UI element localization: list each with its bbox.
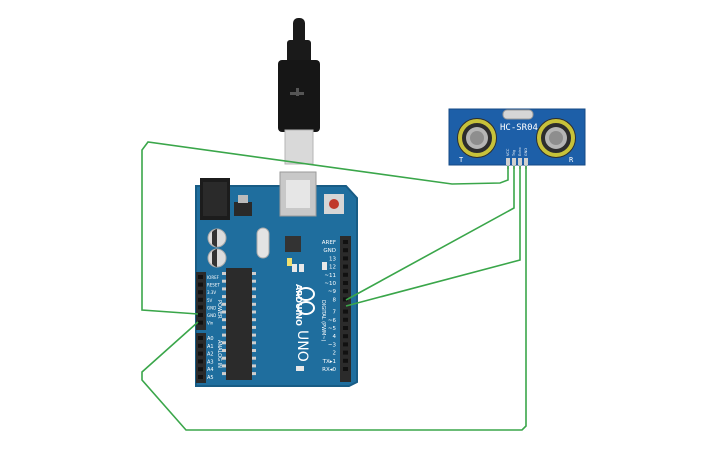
sensor-pin-label: Trig <box>512 150 516 157</box>
analog-pin-hole[interactable] <box>198 343 203 348</box>
digital-pin-hole[interactable] <box>343 350 348 355</box>
digital-pin-label: 8 <box>333 297 337 303</box>
usb-cable[interactable] <box>278 18 320 165</box>
digital-pin-label: GND <box>323 248 336 254</box>
uno-label: UNO <box>294 330 310 362</box>
power-pin-hole[interactable] <box>198 313 203 317</box>
analog-pin-hole[interactable] <box>198 375 203 379</box>
digital-pin-hole[interactable] <box>343 240 348 244</box>
wire-echo-to-pin8[interactable] <box>345 166 521 307</box>
digital-pin-hole[interactable] <box>343 309 348 314</box>
digital-pin-label: ~3 <box>328 342 337 348</box>
analog-pin-label: A5 <box>207 375 214 381</box>
sensor-corner-right: R <box>569 156 574 164</box>
digital-pin-label: AREF <box>322 240 336 246</box>
sensor-pin-label: GND <box>524 148 528 156</box>
analog-pin-hole[interactable] <box>198 351 203 356</box>
wires <box>141 141 527 431</box>
analog-pin-label: A0 <box>207 336 214 342</box>
digital-pin-hole[interactable] <box>343 256 348 261</box>
analog-header <box>196 333 206 383</box>
power-pin-hole[interactable] <box>198 305 203 310</box>
analog-pin-hole[interactable] <box>198 359 203 364</box>
analog-title: ANALOG IN <box>216 340 222 368</box>
sensor-pin[interactable] <box>518 158 522 165</box>
power-pin-label: GND <box>207 313 216 318</box>
power-title: POWER <box>216 300 222 319</box>
receiver-transducer <box>536 118 576 158</box>
digital-pin-hole[interactable] <box>343 342 348 347</box>
digital-pin-hole[interactable] <box>343 358 348 363</box>
arduino-uno-board[interactable]: AREF GND 13 12 ~11 ~10 ~9 8 7 ~6 ~5 4 ~3 2TX▸1RX◂0 IO… <box>195 171 358 387</box>
digital-pin-label: 7 <box>333 310 337 316</box>
wire-gnd-to-gnd[interactable] <box>141 166 527 431</box>
sensor-name: HC-SR04 <box>500 123 538 133</box>
analog-pin-label: A3 <box>207 359 214 365</box>
power-pin-label: GND <box>207 305 216 310</box>
sensor-crystal <box>502 109 534 120</box>
digital-pin-hole[interactable] <box>343 289 348 294</box>
power-pin-label: Vin <box>207 321 214 326</box>
digital-pin-hole[interactable] <box>343 248 348 253</box>
power-pin-hole[interactable] <box>198 320 203 325</box>
sensor-pin[interactable] <box>506 158 510 165</box>
digital-pin-label: ~5 <box>328 326 337 332</box>
digital-pin-hole[interactable] <box>343 264 348 269</box>
digital-pin-hole[interactable] <box>343 326 348 330</box>
power-pin-label: 3.3V <box>207 290 216 295</box>
digital-pin-label: ~9 <box>328 289 337 295</box>
digital-pin-label: 13 <box>329 256 336 262</box>
transmitter-transducer <box>457 118 497 158</box>
digital-pin-label: 12 <box>329 265 336 271</box>
analog-pin-label: A2 <box>207 352 214 358</box>
digital-pin-hole[interactable] <box>343 297 348 302</box>
wire-trig-to-pin9[interactable] <box>345 166 515 301</box>
digital-pin-label: TX▸1 <box>322 359 336 365</box>
digital-pin-label: RX◂0 <box>322 367 336 373</box>
sensor-pin-label: Echo <box>518 148 522 157</box>
sensor-corner-left: T <box>459 156 464 164</box>
digital-pin-label: ~10 <box>324 281 336 287</box>
wire-vcc-to-5v[interactable] <box>141 141 509 315</box>
atmega-chip <box>226 268 252 380</box>
digital-pin-hole[interactable] <box>343 281 348 285</box>
analog-pin-label: A1 <box>207 344 214 350</box>
sensor-pin-label: VCC <box>506 148 510 156</box>
sensor-pin[interactable] <box>512 158 516 165</box>
power-pin-hole[interactable] <box>198 297 203 302</box>
digital-pin-label: 2 <box>333 351 337 357</box>
digital-pin-label: ~6 <box>328 318 337 324</box>
sensor-pin[interactable] <box>524 158 528 165</box>
power-pin-hole[interactable] <box>198 275 203 279</box>
digital-pin-hole[interactable] <box>343 317 348 322</box>
power-pin-label: IOREF <box>207 275 220 280</box>
analog-pin-label: A4 <box>207 367 214 373</box>
analog-pin-hole[interactable] <box>198 367 203 372</box>
digital-pin-label: 4 <box>333 334 337 340</box>
digital-pin-hole[interactable] <box>343 334 348 339</box>
digital-pin-hole[interactable] <box>343 367 348 371</box>
power-pin-label: 5V <box>207 298 213 303</box>
power-pin-hole[interactable] <box>198 290 203 295</box>
digital-pin-label: ~11 <box>324 273 336 279</box>
digital-header <box>340 236 351 382</box>
digital-title: DIGITAL (PWM~) <box>320 300 326 342</box>
power-pin-hole[interactable] <box>198 282 203 287</box>
digital-pin-hole[interactable] <box>343 272 348 277</box>
power-pin-label: RESET <box>207 283 220 288</box>
analog-pin-hole[interactable] <box>198 336 203 340</box>
